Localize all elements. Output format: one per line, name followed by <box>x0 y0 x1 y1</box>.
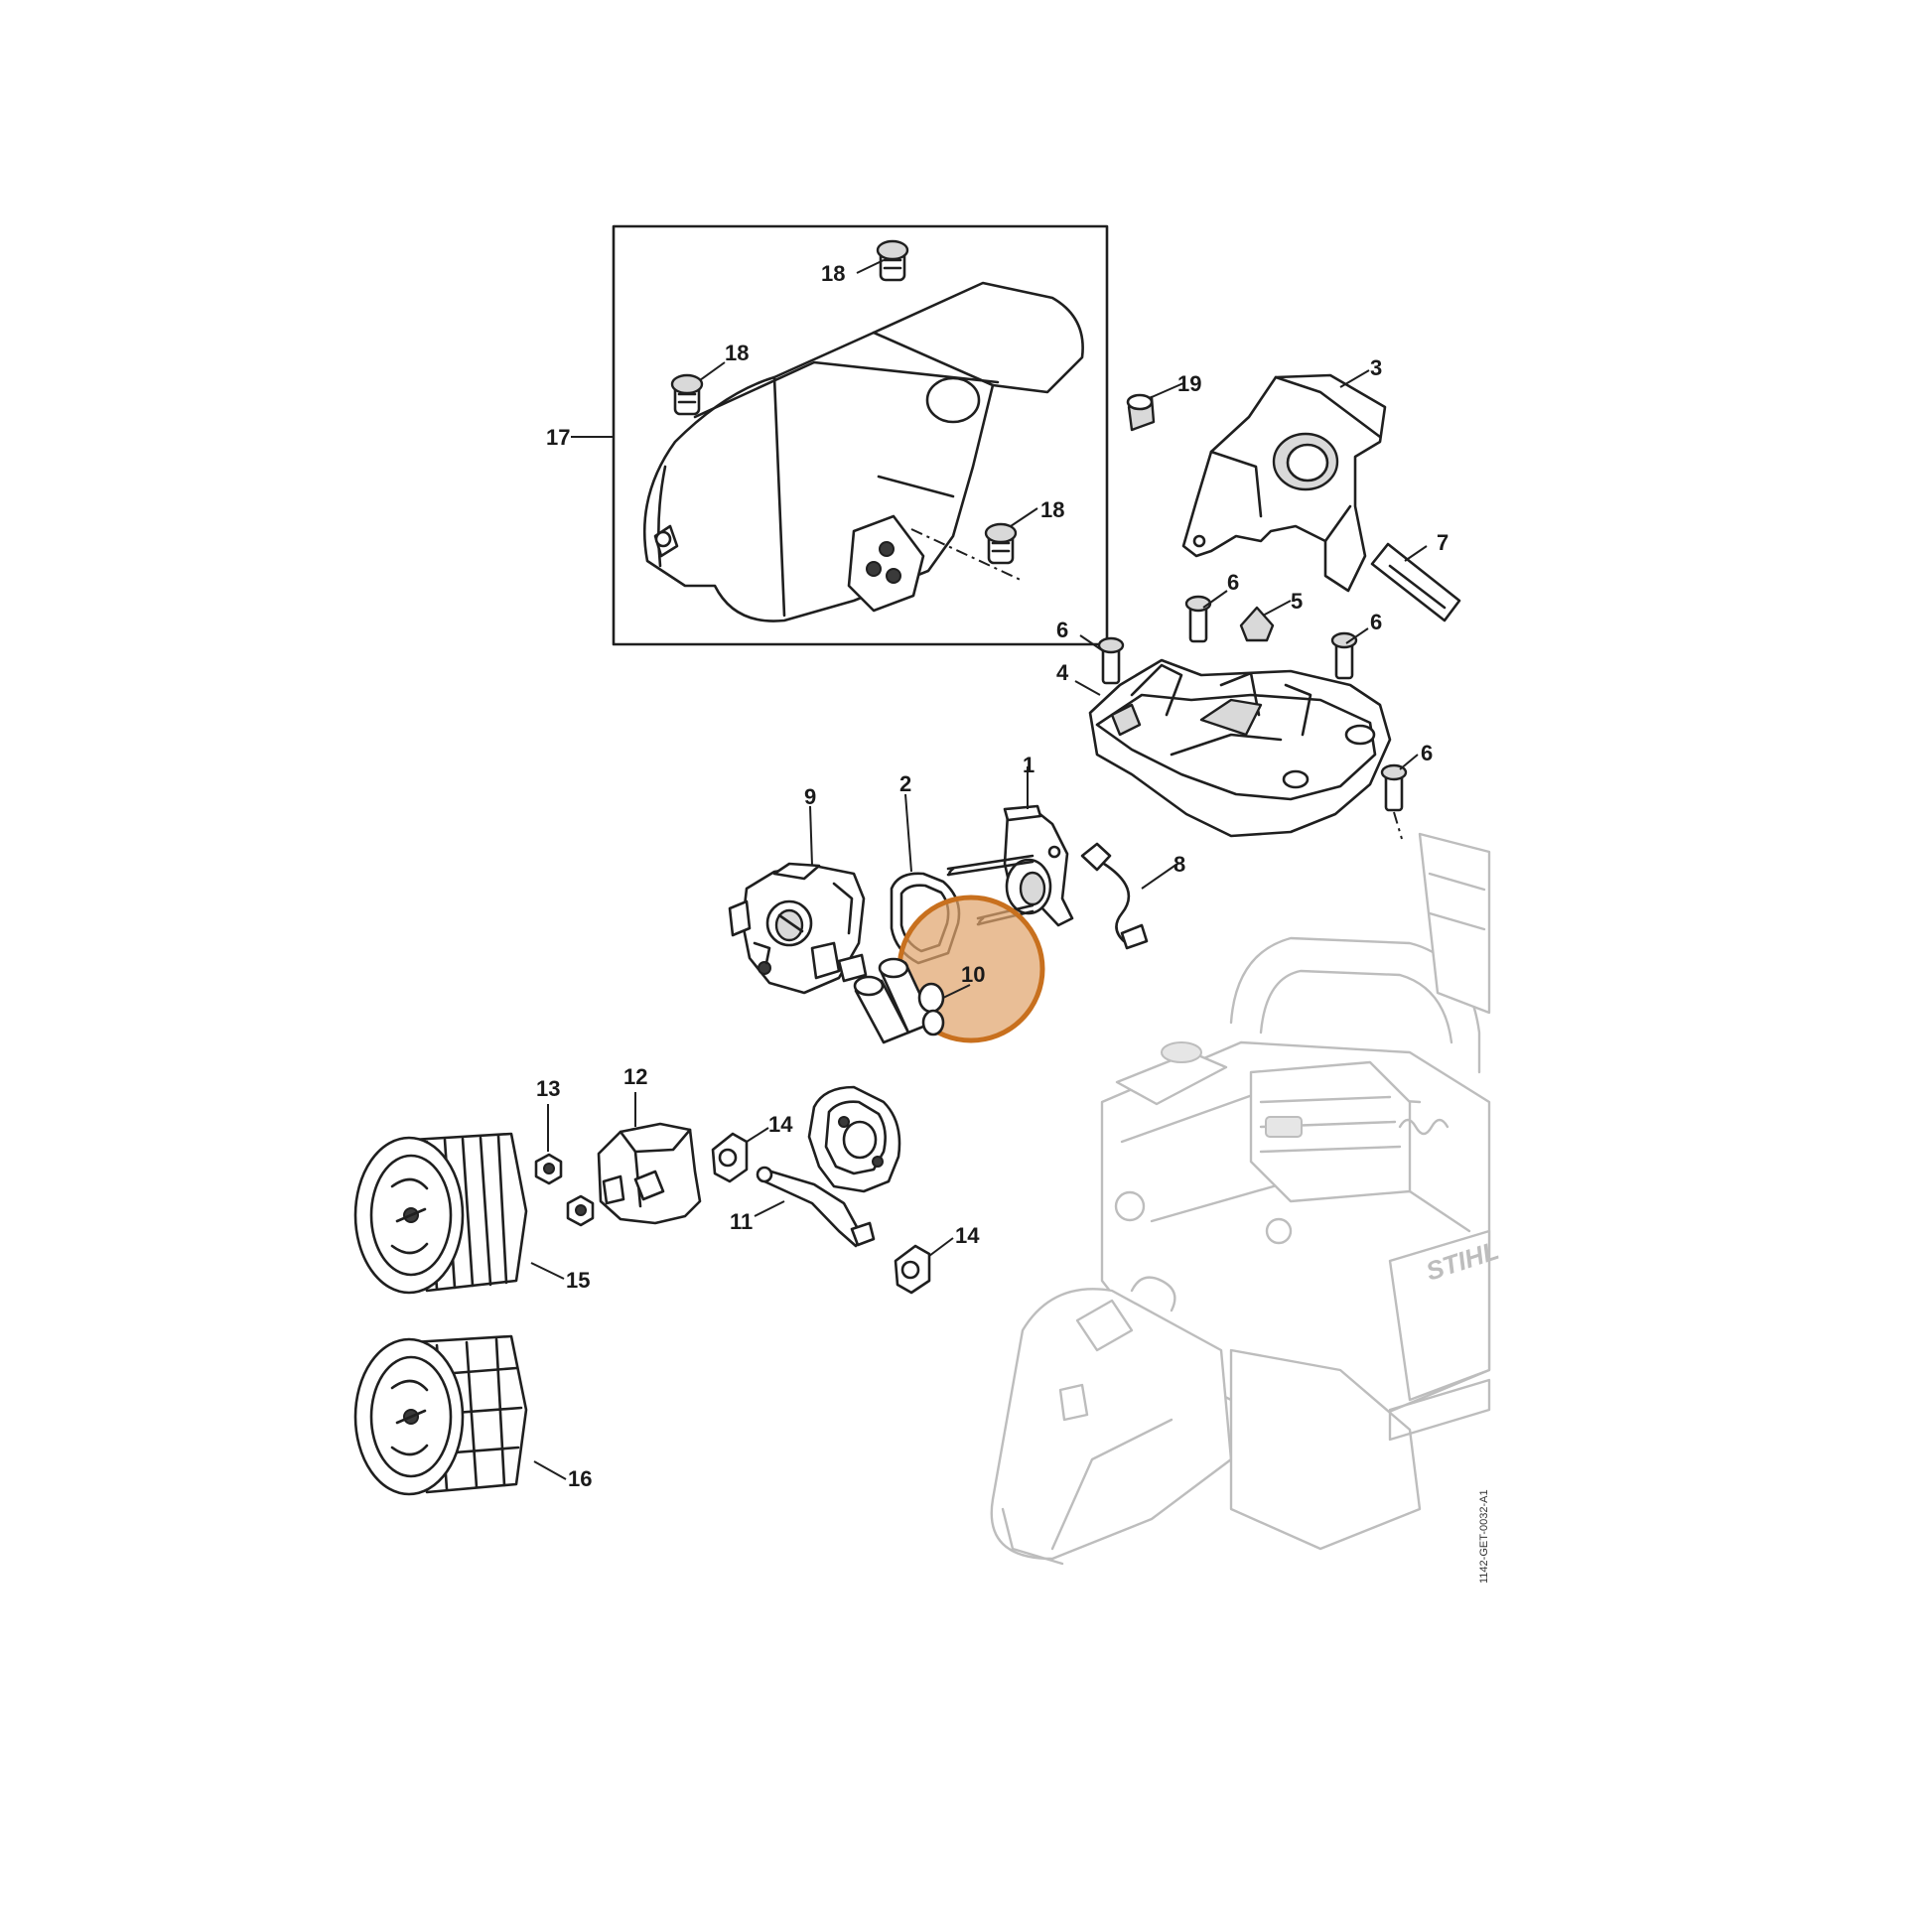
callout-6-right: 6 <box>1370 610 1382 634</box>
screw-6-a <box>1097 636 1125 685</box>
part-3-bracket <box>1181 373 1387 593</box>
screw-6-b <box>1184 595 1212 643</box>
callout-1: 1 <box>1023 753 1035 777</box>
callout-7: 7 <box>1437 530 1449 555</box>
shroud-group-frame <box>612 224 1109 646</box>
callout-6-top: 6 <box>1227 570 1239 595</box>
callout-4: 4 <box>1056 660 1069 685</box>
callout-18-right: 18 <box>1040 497 1064 522</box>
part-16-air-filter <box>353 1334 528 1496</box>
callout-6-left: 6 <box>1056 618 1068 642</box>
callout-16: 16 <box>568 1466 592 1491</box>
callout-8: 8 <box>1173 852 1185 877</box>
screw-18-top <box>876 239 909 282</box>
part-7-plate <box>1370 542 1461 622</box>
callout-12: 12 <box>623 1064 647 1089</box>
callout-10[interactable]: 10 <box>961 962 985 987</box>
callout-13: 13 <box>536 1076 560 1101</box>
part-8-clip <box>1080 842 1149 950</box>
part-12-baffle <box>597 1122 702 1225</box>
callout-2: 2 <box>899 771 911 796</box>
screw-6-d <box>1380 763 1408 812</box>
diagram-reference-id: 1142-GET-0032-A1 <box>1478 1489 1490 1584</box>
callout-9: 9 <box>804 784 816 809</box>
leader-lines <box>530 259 1428 1480</box>
screw-18-right <box>984 522 1018 565</box>
part-14-upper <box>711 1132 749 1183</box>
assembly-line-6 <box>1393 811 1403 840</box>
cap-5 <box>1239 606 1275 642</box>
screw-18-left <box>670 373 704 416</box>
callout-17: 17 <box>546 425 570 450</box>
part-4-housing <box>1088 658 1392 838</box>
part-10-sleeves <box>853 957 945 1044</box>
part-11-plate <box>807 1085 901 1193</box>
callout-labels: 17 18 18 18 19 3 7 6 5 6 6 4 6 1 2 9 8 1… <box>536 261 1449 1491</box>
callout-15: 15 <box>566 1268 590 1293</box>
callout-11: 11 <box>730 1209 753 1234</box>
screw-6-c <box>1330 631 1358 680</box>
callout-19: 19 <box>1177 371 1201 396</box>
callout-18-top: 18 <box>821 261 845 286</box>
nut-13-a <box>534 1153 563 1185</box>
part-1-intake <box>946 804 1074 927</box>
chainsaw-outline: STIHL <box>990 832 1502 1566</box>
part-9-carburettor <box>728 862 868 995</box>
callout-14-upper: 14 <box>768 1112 793 1137</box>
callout-14-lower: 14 <box>955 1223 980 1248</box>
shroud-cover <box>642 281 1084 622</box>
nut-13-b <box>566 1194 595 1227</box>
callout-3: 3 <box>1370 355 1382 380</box>
callout-6-lower: 6 <box>1421 741 1433 765</box>
assembly-line-18 <box>910 528 1024 582</box>
grommet-19 <box>1126 393 1156 432</box>
part-14-lower <box>894 1244 931 1295</box>
part-11-lever <box>756 1166 876 1248</box>
part-15-air-filter <box>353 1132 528 1295</box>
callout-18-left: 18 <box>725 341 749 365</box>
callout-5: 5 <box>1291 589 1303 614</box>
